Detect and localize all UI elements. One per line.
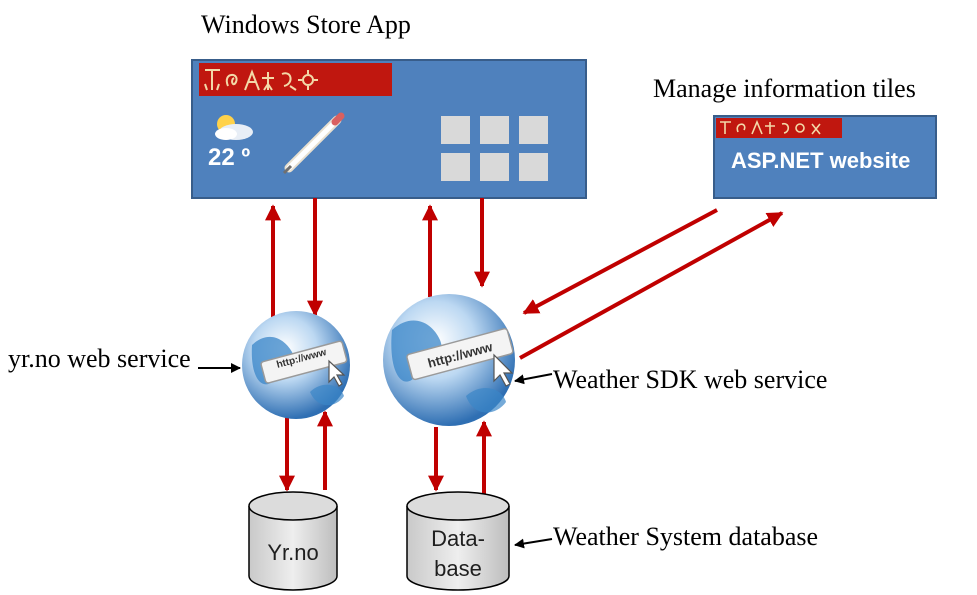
- aspnet-website-box: [713, 115, 937, 199]
- yrno-service-label: yr.no web service: [8, 344, 191, 373]
- weather-sdk-service-label: Weather SDK web service: [553, 365, 828, 394]
- arrows-yrno-db: [279, 410, 333, 492]
- label-pointer-arrows: [198, 363, 553, 549]
- banner-glyphs: [204, 69, 318, 91]
- weather-icon: [215, 115, 253, 140]
- cursor-icon: [493, 353, 514, 387]
- tile-grid-icon: [441, 116, 548, 181]
- arrows-app-sdk: [422, 198, 490, 297]
- website-title: ASP.NET website: [731, 148, 911, 173]
- weather-system-db-label: Weather System database: [553, 522, 819, 551]
- yrno-globe-icon: [242, 311, 350, 419]
- arrows-app-yrno: [265, 198, 323, 322]
- manage-tiles-label: Manage information tiles: [653, 74, 916, 103]
- weather-sdk-globe-icon: [383, 294, 515, 426]
- app-banner: [199, 63, 392, 96]
- arrows-website-sdk: [519, 208, 784, 360]
- weather-system-database-cylinder: [406, 491, 510, 591]
- temperature-value: 22 º: [208, 144, 251, 171]
- windows-store-app-box: [191, 59, 587, 199]
- database-label-line1: Data-: [431, 526, 485, 551]
- website-banner-glyphs: [720, 119, 821, 135]
- database-label-line2: base: [434, 556, 482, 581]
- cursor-icon: [328, 359, 346, 387]
- windows-store-app-label: Windows Store App: [201, 10, 411, 39]
- website-banner: [716, 118, 842, 138]
- yrno-db-label: Yr.no: [267, 540, 319, 565]
- yrno-database-cylinder: [248, 491, 338, 591]
- arrows-sdk-db: [428, 420, 492, 495]
- pencil-icon: [282, 112, 345, 175]
